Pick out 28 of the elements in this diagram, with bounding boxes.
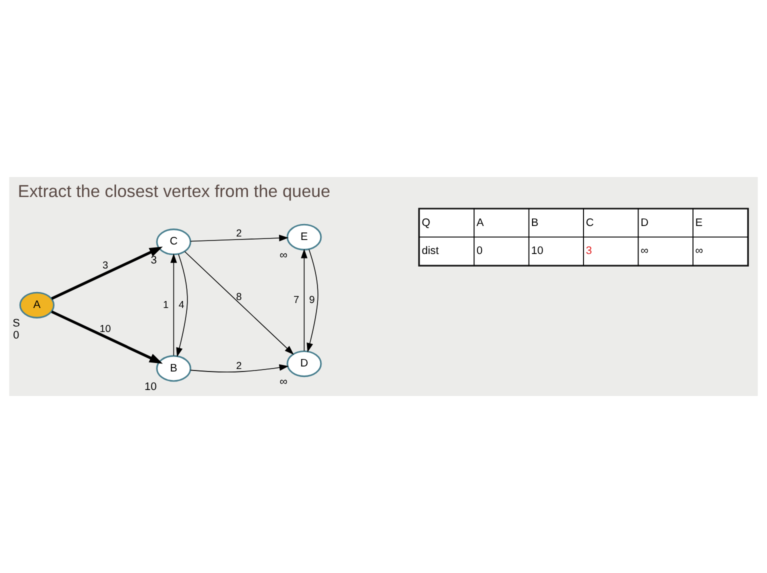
label: 10 xyxy=(531,245,544,258)
edge-label: 7 xyxy=(294,295,300,306)
label: ∞ xyxy=(640,245,648,258)
edge-label: 2 xyxy=(236,360,242,372)
label: 0 xyxy=(476,245,483,258)
edge-label: 4 xyxy=(178,300,184,311)
label: ∞ xyxy=(695,245,704,258)
node-label: 3 xyxy=(150,254,157,266)
node-label: 0 xyxy=(13,329,20,342)
label: 3 xyxy=(586,245,592,258)
node-label: S xyxy=(12,318,20,330)
edge-label: 9 xyxy=(309,295,315,306)
edge-label: 8 xyxy=(236,292,242,303)
diagram-title: Extract the closest vertex from the queue xyxy=(18,181,330,202)
edge-label: 3 xyxy=(102,260,108,272)
edge-label: 1 xyxy=(163,300,169,311)
label: B xyxy=(531,216,538,229)
node-label: ∞ xyxy=(280,250,288,262)
node-label: ∞ xyxy=(280,376,288,388)
label: Q xyxy=(422,216,430,229)
label: C xyxy=(586,216,594,229)
edge-label: 2 xyxy=(236,228,242,240)
edge-label: 10 xyxy=(100,324,111,336)
label: D xyxy=(640,216,648,229)
label: E xyxy=(695,216,703,229)
node-label: 10 xyxy=(144,380,157,393)
label: A xyxy=(476,216,484,229)
label: dist xyxy=(422,245,439,258)
